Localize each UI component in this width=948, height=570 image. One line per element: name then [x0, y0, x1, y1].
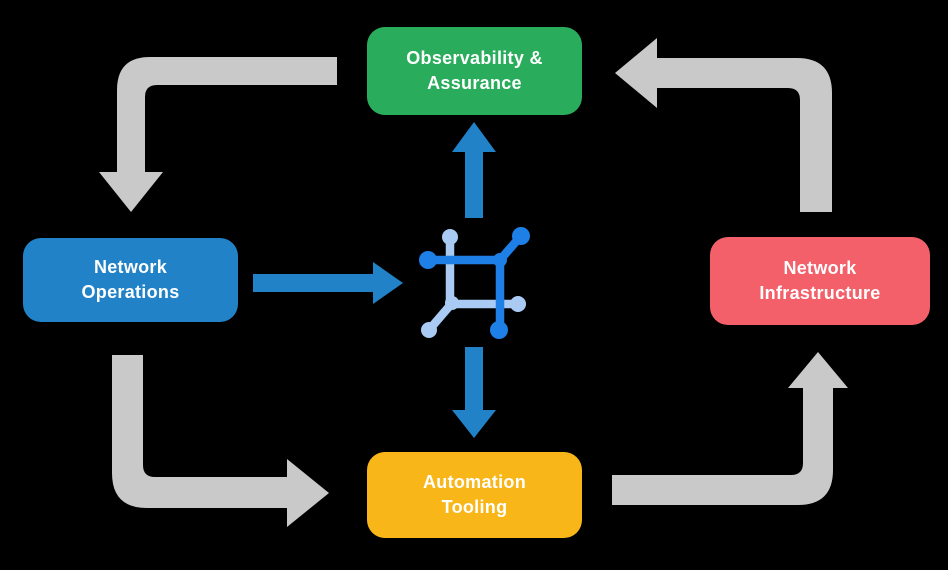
arrow-tooling-to-infrastructure [612, 352, 848, 505]
node-observability-label-line2: Assurance [427, 73, 522, 93]
node-network-infrastructure: Network Infrastructure [710, 237, 930, 325]
network-mesh-icon-dark-part [419, 227, 530, 339]
blue-center-arrows [253, 122, 496, 438]
node-operations-label-line1: Network [93, 257, 168, 277]
node-observability-label-line1: Observability & [406, 48, 543, 68]
node-tooling-label-line2: Tooling [441, 497, 508, 517]
node-infrastructure-label-line2: Infrastructure [759, 283, 881, 303]
arrow-center-to-observability [452, 122, 496, 218]
node-tooling-label-line1: Automation [423, 472, 526, 492]
node-automation-tooling: Automation Tooling [367, 452, 582, 538]
network-mesh-icon [419, 227, 530, 339]
arrow-observability-to-operations [99, 57, 337, 212]
arrow-operations-to-tooling [112, 355, 329, 527]
node-infrastructure-label-line1: Network [783, 258, 857, 278]
node-observability-assurance: Observability & Assurance [367, 27, 582, 115]
gray-cycle-arrows [99, 38, 848, 527]
node-operations-label-line2: Operations [81, 282, 180, 302]
arrow-center-to-tooling [452, 347, 496, 438]
node-network-operations: Network Operations [23, 238, 238, 322]
arrow-infrastructure-to-observability [615, 38, 832, 212]
arrow-operations-to-center [253, 262, 403, 304]
